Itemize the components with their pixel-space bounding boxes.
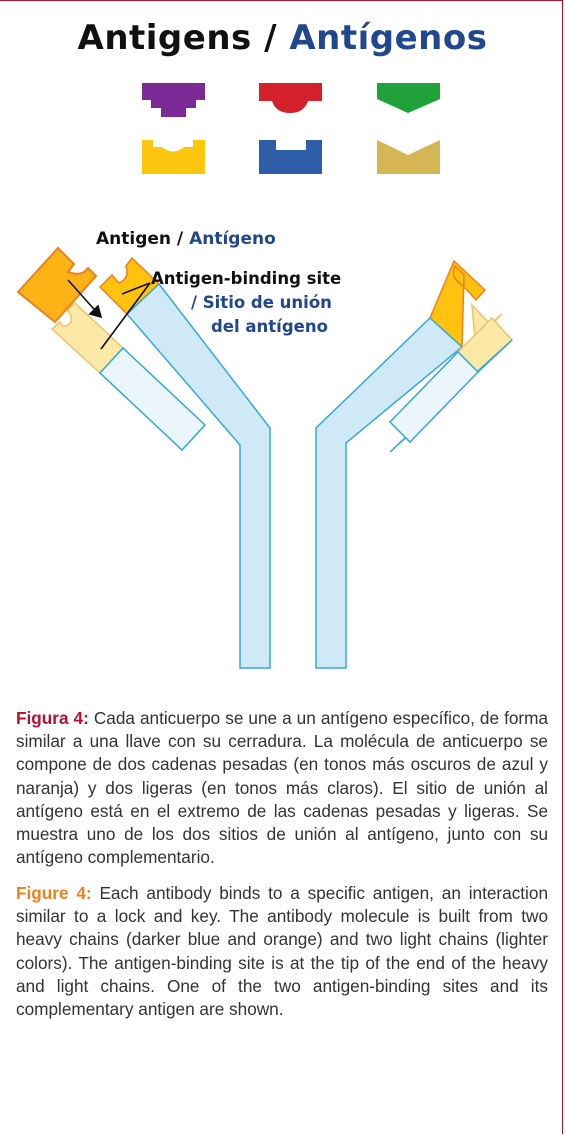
title-english: Antigens: [77, 18, 252, 58]
caption-english-text: Each antibody binds to a specific antige…: [16, 883, 548, 1020]
right-light-chain-outline: [388, 350, 480, 444]
title-spanish: Antígenos: [289, 18, 488, 58]
antigen-purple: [142, 83, 205, 117]
left-light-chain-body: [98, 346, 207, 452]
caption-spanish-label: Figura 4:: [16, 708, 89, 728]
annotation-lines: [67, 279, 151, 350]
antigen-shapes: [142, 83, 440, 174]
caption-english: Figure 4: Each antibody binds to a speci…: [16, 882, 548, 1021]
left-heavy-chain-body: [125, 282, 271, 669]
pointer-to-heavy-tip: [121, 282, 151, 295]
antigen-khaki: [377, 140, 440, 174]
arrow-head: [88, 304, 103, 319]
pointer-to-light-tip: [100, 282, 151, 350]
label-antigen: Antigen / Antígeno: [96, 229, 276, 249]
antigen-yellow: [142, 140, 205, 174]
label-binding-site: Antigen-binding site: [151, 269, 341, 288]
antibody: [50, 256, 514, 669]
caption-spanish-text: Cada anticuerpo se une a un antígeno esp…: [16, 708, 548, 868]
caption-spanish: Figura 4: Cada anticuerpo se une a un an…: [16, 707, 548, 870]
label-binding-site-es-1: / Sitio de unión: [191, 293, 332, 312]
right-heavy-chain: [315, 259, 487, 669]
label-binding-site-es-2: del antígeno: [211, 317, 328, 336]
left-heavy-tip: [98, 256, 161, 316]
right-light-chain: [388, 302, 514, 453]
antibody-diagram: Antigen / Antígeno Antigen-binding site …: [16, 83, 514, 669]
left-heavy-chain: [98, 256, 271, 669]
antigen-blue: [259, 140, 322, 174]
free-antigen: [16, 246, 98, 324]
title-separator: /: [251, 18, 290, 58]
antigen-green: [377, 83, 440, 113]
caption-english-label: Figure 4:: [16, 883, 92, 903]
page-title: Antigens / Antígenos: [0, 18, 565, 59]
right-heavy-tip: [429, 259, 487, 349]
antigen-red: [259, 83, 322, 113]
